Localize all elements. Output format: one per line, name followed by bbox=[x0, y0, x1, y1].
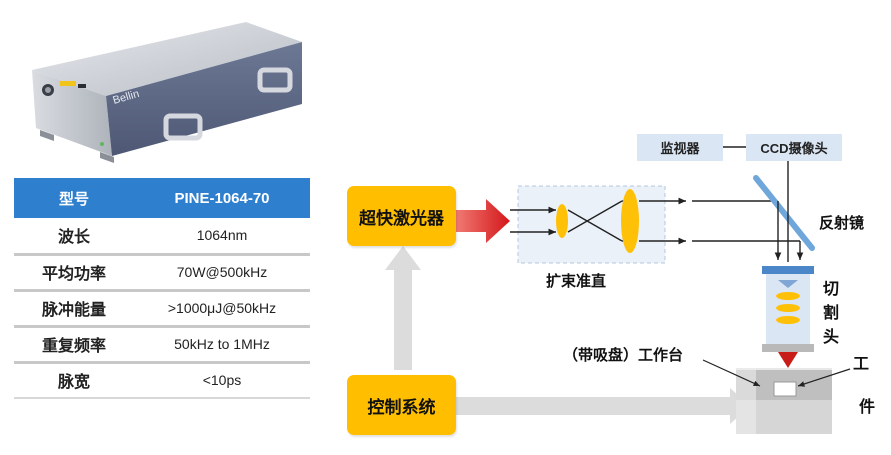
schematic-lines bbox=[385, 146, 851, 434]
work-stage bbox=[736, 368, 832, 434]
laser-source-box: 超快激光器 bbox=[347, 186, 456, 246]
cutting-head-char: 切 bbox=[823, 281, 840, 298]
camera-box: CCD摄像头 bbox=[746, 134, 842, 161]
row-value: >1000μJ@50kHz bbox=[167, 300, 277, 316]
row-label: 脉宽 bbox=[57, 374, 90, 392]
header-label: 型号 bbox=[14, 178, 134, 218]
row-label: 重复频率 bbox=[41, 338, 106, 355]
spec-table: 型号 PINE-1064-70 波长 1064nm 平均功率 70W@500kH… bbox=[14, 178, 310, 399]
control-system-box: 控制系统 bbox=[347, 375, 456, 435]
cutting-head-char: 割 bbox=[823, 305, 840, 322]
mirror-label: 反射镜 bbox=[819, 215, 865, 232]
cutting-head bbox=[762, 266, 814, 368]
table-row: 脉宽 <10ps bbox=[14, 362, 310, 398]
table-row: 重复频率 50kHz to 1MHz bbox=[14, 326, 310, 362]
row-value: <10ps bbox=[202, 372, 242, 389]
control-arrow-right bbox=[456, 388, 750, 424]
cutting-head-label: 切 割 头 bbox=[823, 278, 839, 350]
camera-label: CCD摄像头 bbox=[760, 141, 828, 156]
beam-expander-label: 扩束准直 bbox=[546, 273, 607, 290]
row-value: 1064nm bbox=[196, 227, 248, 244]
stage-label: （带吸盘）工作台 bbox=[563, 347, 684, 364]
laser-source-label: 超快激光器 bbox=[359, 208, 444, 228]
laser-cutting-schematic: 超快激光器 控制系统 监视器 CCD摄像头 扩束准直 反射镜 切 割 头 （带吸… bbox=[310, 120, 890, 455]
cutting-head-char: 头 bbox=[823, 329, 840, 346]
feedback-arrow-up bbox=[385, 246, 421, 370]
row-label: 平均功率 bbox=[41, 266, 106, 283]
small-lens bbox=[556, 204, 568, 238]
row-label: 脉冲能量 bbox=[41, 302, 106, 319]
monitor-box: 监视器 bbox=[637, 134, 723, 161]
table-header-row: 型号 PINE-1064-70 bbox=[14, 178, 310, 218]
workpiece-label-char: 工 bbox=[853, 356, 870, 373]
row-value: 70W@500kHz bbox=[176, 264, 268, 280]
table-row: 脉冲能量 >1000μJ@50kHz bbox=[14, 290, 310, 326]
laser-output-arrow bbox=[456, 199, 510, 243]
beam-expander-frame bbox=[517, 185, 666, 264]
workpiece bbox=[773, 381, 797, 397]
handle-icon bbox=[163, 67, 293, 141]
mirror bbox=[753, 175, 815, 251]
row-value: 50kHz to 1MHz bbox=[174, 336, 270, 352]
table-row: 波长 1064nm bbox=[14, 218, 310, 254]
control-system-label: 控制系统 bbox=[367, 397, 436, 417]
monitor-label: 监视器 bbox=[660, 141, 700, 156]
header-value: PINE-1064-70 bbox=[134, 178, 310, 218]
large-lens bbox=[621, 189, 639, 253]
workpiece-label-char: 件 bbox=[859, 399, 876, 416]
row-label: 波长 bbox=[57, 229, 90, 247]
table-row: 平均功率 70W@500kHz bbox=[14, 254, 310, 290]
laser-product-image: Bellin bbox=[32, 22, 302, 163]
